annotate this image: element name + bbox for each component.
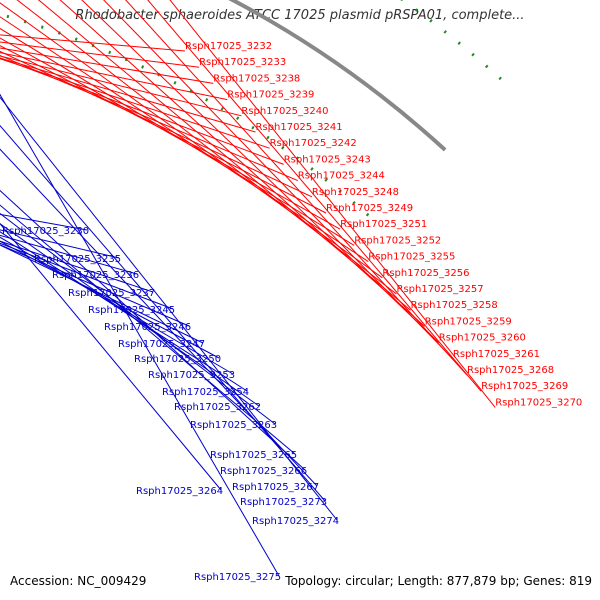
forward-gene-label: Rsph17025_3238 xyxy=(213,73,300,84)
forward-label-leader xyxy=(0,57,256,133)
forward-label-leader xyxy=(169,0,496,408)
forward-gene-label: Rsph17025_3248 xyxy=(312,187,399,198)
reverse-gene-label: Rsph17025_3275 xyxy=(194,572,281,583)
forward-gene-label: Rsph17025_3268 xyxy=(467,365,554,376)
reverse-gene-label: Rsph17025_3253 xyxy=(148,370,235,381)
reverse-label-leader xyxy=(0,213,88,231)
reverse-label-leader xyxy=(0,93,280,577)
forward-label-leader xyxy=(0,54,298,182)
forward-label-leader xyxy=(59,0,426,327)
forward-gene-label: Rsph17025_3256 xyxy=(382,268,469,279)
forward-gene-label: Rsph17025_3270 xyxy=(495,397,582,408)
reverse-label-leader xyxy=(0,96,338,521)
reverse-label-leader xyxy=(0,234,138,275)
reverse-gene-label: Rsph17025_3230 xyxy=(2,226,89,237)
reverse-label-leader xyxy=(0,240,154,293)
reverse-label-leader xyxy=(0,124,326,502)
reverse-gene-label: Rsph17025_3267 xyxy=(232,482,319,493)
backbone-ring xyxy=(228,0,447,152)
map-title: Rhodobacter sphaeroides ATCC 17025 plasm… xyxy=(75,8,525,23)
forward-label-leader xyxy=(0,58,270,149)
reverse-label-leader xyxy=(0,242,174,310)
accession-label: Accession: NC_009429 xyxy=(10,574,147,588)
reverse-gene-label: Rsph17025_3265 xyxy=(210,450,297,461)
forward-gene-label: Rsph17025_3239 xyxy=(227,90,314,101)
forward-label-leader xyxy=(37,0,411,311)
forward-gene-label: Rsph17025_3233 xyxy=(199,57,286,68)
reverse-label-leader xyxy=(0,212,276,425)
forward-label-leader xyxy=(0,57,284,165)
reverse-gene-label: Rsph17025_3236 xyxy=(52,270,139,281)
reverse-label-leader xyxy=(0,148,318,487)
reverse-gene-label: Rsph17025_3274 xyxy=(252,516,339,527)
reverse-label-leader xyxy=(0,222,222,491)
forward-gene-label: Rsph17025_3269 xyxy=(481,381,568,392)
forward-label-leader xyxy=(0,47,214,84)
forward-label-leader xyxy=(147,0,482,392)
forward-gene-label: Rsph17025_3257 xyxy=(397,284,484,295)
forward-gene-label: Rsph17025_3240 xyxy=(241,106,328,117)
forward-gene-label: Rsph17025_3261 xyxy=(453,349,540,360)
forward-label-leader xyxy=(0,34,186,52)
reverse-gene-label: Rsph17025_3247 xyxy=(118,339,205,350)
forward-label-leader xyxy=(103,0,454,360)
forward-gene-label: Rsph17025_3252 xyxy=(354,235,441,246)
reverse-label-leader xyxy=(0,240,220,359)
forward-gene-label: Rsph17025_3242 xyxy=(270,138,357,149)
reverse-gene-label: Rsph17025_3237 xyxy=(68,288,155,299)
forward-label-leader xyxy=(16,0,397,295)
forward-label-leader xyxy=(0,50,313,198)
forward-gene-label: Rsph17025_3251 xyxy=(340,219,427,230)
reverse-gene-label: Rsph17025_3262 xyxy=(174,402,261,413)
reverse-gene-label: Rsph17025_3273 xyxy=(240,497,327,508)
forward-gene-label: Rsph17025_3260 xyxy=(439,333,526,344)
forward-label-leader xyxy=(81,0,440,343)
forward-gene-label: Rsph17025_3255 xyxy=(368,252,455,263)
forward-gene-label: Rsph17025_3258 xyxy=(411,300,498,311)
reverse-label-leader xyxy=(0,189,306,471)
forward-gene-label: Rsph17025_3241 xyxy=(256,122,343,133)
forward-gene-label: Rsph17025_3232 xyxy=(185,41,272,52)
forward-gene-label: Rsph17025_3259 xyxy=(425,316,512,327)
reverse-gene-label: Rsph17025_3235 xyxy=(34,254,121,265)
forward-label-leader xyxy=(0,55,242,117)
reverse-gene-label: Rsph17025_3266 xyxy=(220,466,307,477)
forward-gene-label: Rsph17025_3244 xyxy=(298,171,385,182)
forward-label-leader xyxy=(125,0,468,376)
reverse-gene-label: Rsph17025_3254 xyxy=(162,387,249,398)
forward-label-leader xyxy=(0,41,200,68)
forward-gene-label: Rsph17025_3243 xyxy=(284,154,371,165)
reverse-gene-label: Rsph17025_3263 xyxy=(190,420,277,431)
reverse-label-leader xyxy=(0,223,260,407)
reverse-gene-label: Rsph17025_3264 xyxy=(136,486,223,497)
summary-label: Topology: circular; Length: 877,879 bp; … xyxy=(285,574,592,588)
forward-gene-label: Rsph17025_3249 xyxy=(326,203,413,214)
reverse-gene-label: Rsph17025_3250 xyxy=(134,354,221,365)
